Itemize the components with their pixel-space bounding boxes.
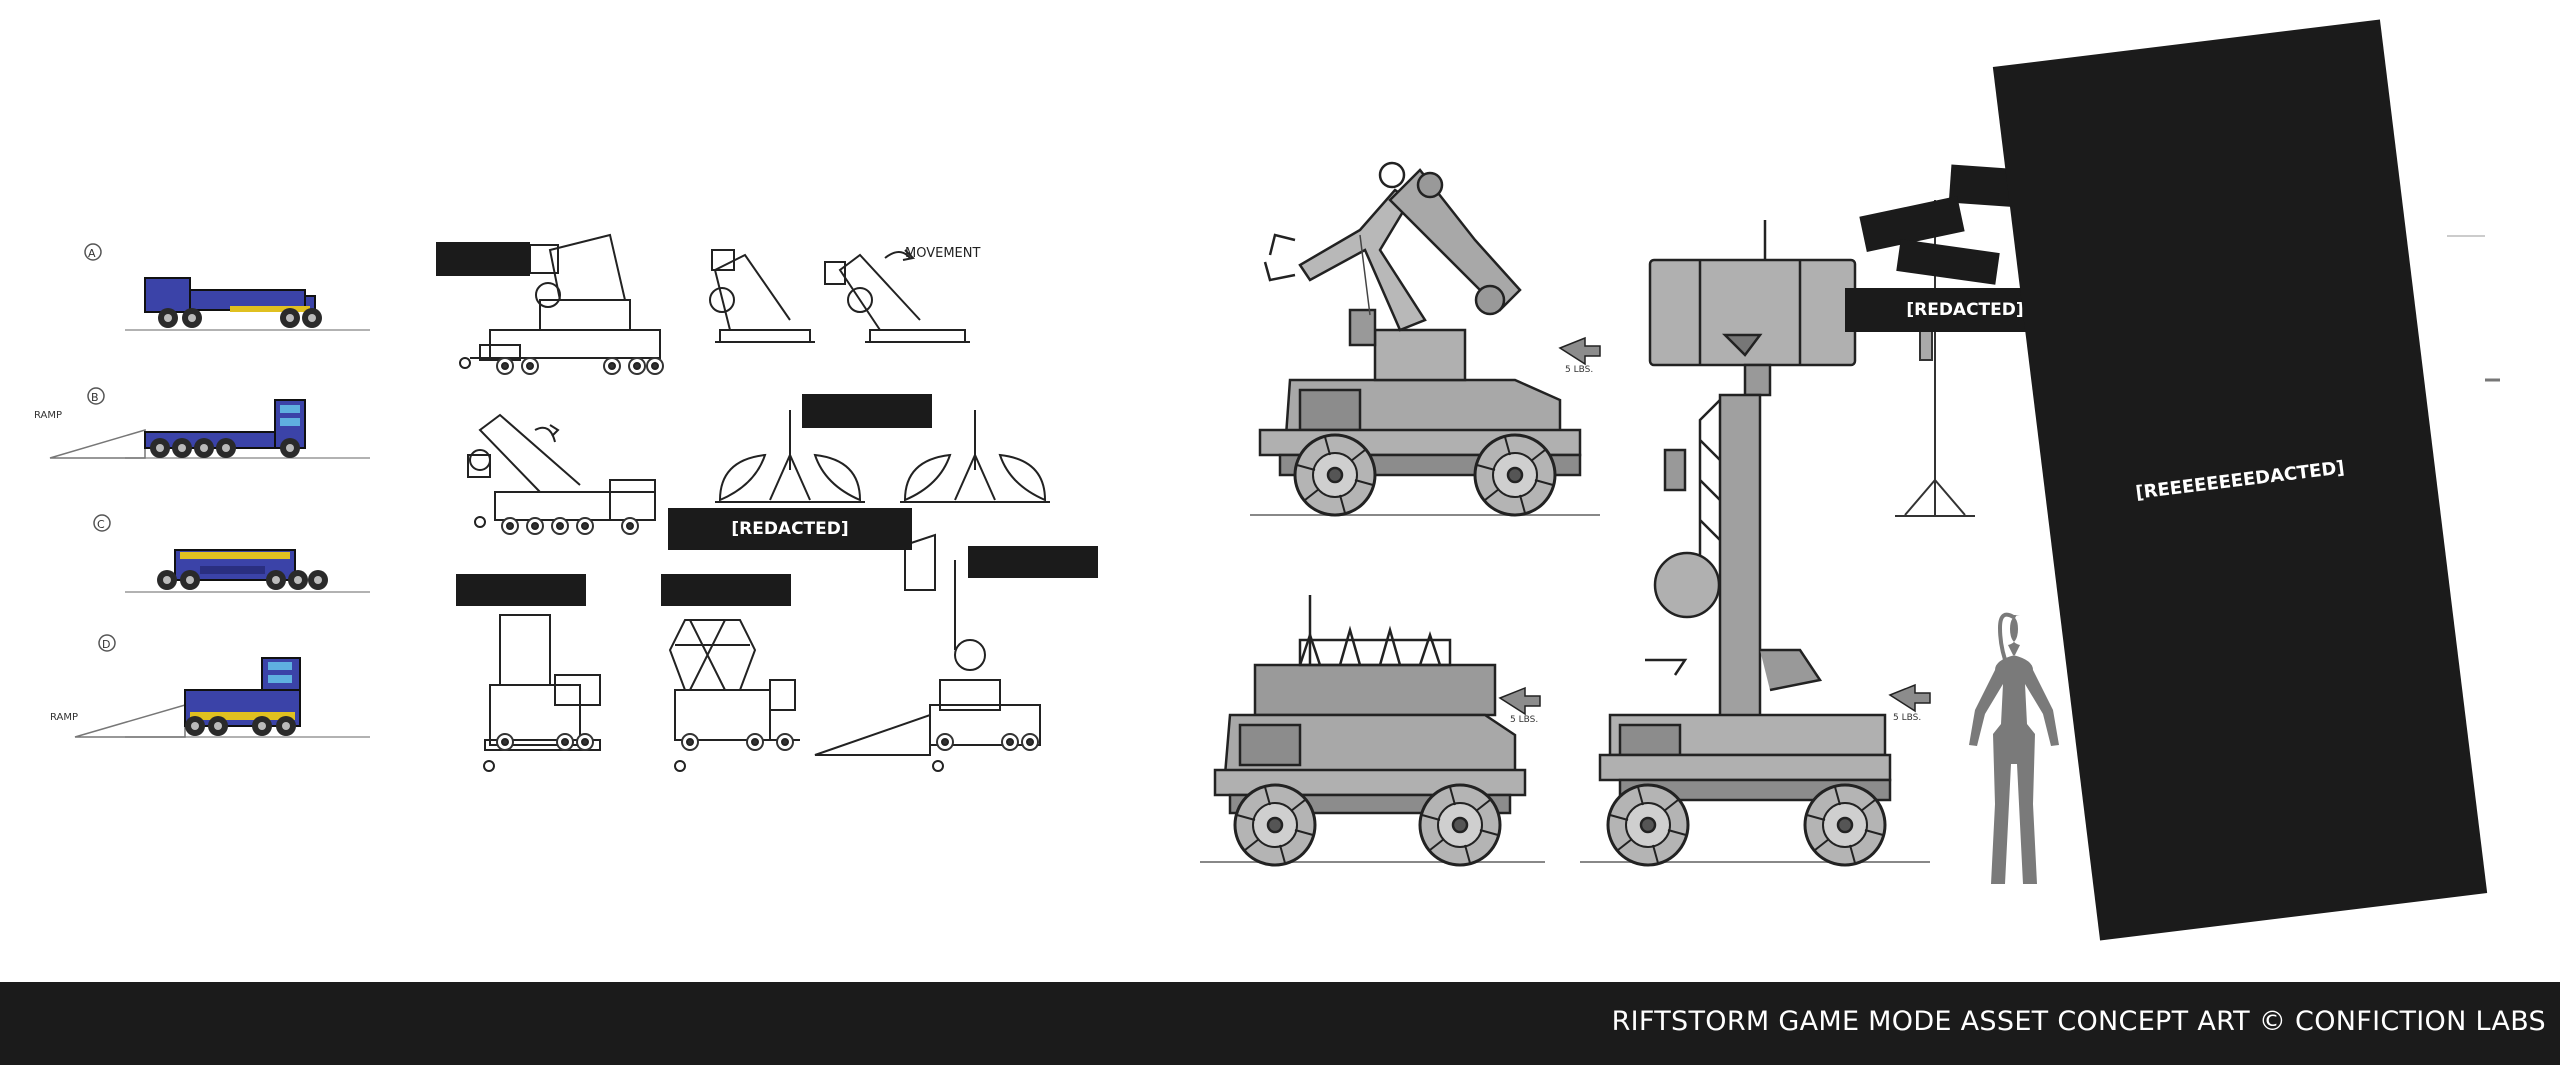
variant-b-vehicle: B RAMP (34, 387, 370, 459)
svg-text:B: B (91, 391, 99, 404)
redaction-box (456, 574, 586, 606)
scale-note-2: 5 LBS. (1510, 715, 1538, 725)
footer-caption: RIFTSTORM GAME MODE ASSET CONCEPT ART © … (1611, 1006, 2546, 1037)
cargo-rover-render (1200, 595, 1545, 867)
slab-edge-marks (2447, 235, 2500, 382)
concept-art-sheet: A B RAMP C D RAMP (34, 19, 2500, 941)
redaction-box (661, 574, 791, 606)
arm-rover-render (1250, 161, 1601, 517)
scale-note-3: 5 LBS. (1893, 713, 1921, 723)
svg-text:A: A (88, 247, 96, 260)
scale-note-1: 5 LBS. (1565, 365, 1593, 375)
variant-c-vehicle: C (93, 514, 370, 593)
svg-text:D: D (102, 638, 110, 651)
svg-text:RAMP: RAMP (50, 712, 78, 723)
svg-text:RAMP: RAMP (34, 410, 62, 421)
redaction-box (802, 394, 932, 428)
slab-redaction-label: [REEEEEEEEDACTED] (2134, 457, 2346, 504)
footer-bar: RIFTSTORM GAME MODE ASSET CONCEPT ART © … (0, 982, 2560, 1065)
redaction-box (968, 546, 1098, 578)
redaction-box-labeled: [REDACTED] (668, 508, 912, 550)
redaction-label: [REDACTED] (731, 519, 849, 539)
variant-d-vehicle: D RAMP (50, 634, 370, 738)
redaction-box (436, 242, 530, 276)
concept-art-drawing: A B RAMP C D RAMP (34, 161, 2500, 884)
human-silhouette-bottom (1969, 612, 2059, 884)
variant-a-vehicle: A (84, 243, 370, 331)
mid-sketches (459, 233, 1050, 772)
redaction-label: [REDACTED] (1906, 300, 2024, 320)
movement-note: MOVEMENT (905, 246, 980, 261)
svg-text:C: C (97, 518, 105, 531)
tower-rover-render (1580, 220, 1931, 867)
